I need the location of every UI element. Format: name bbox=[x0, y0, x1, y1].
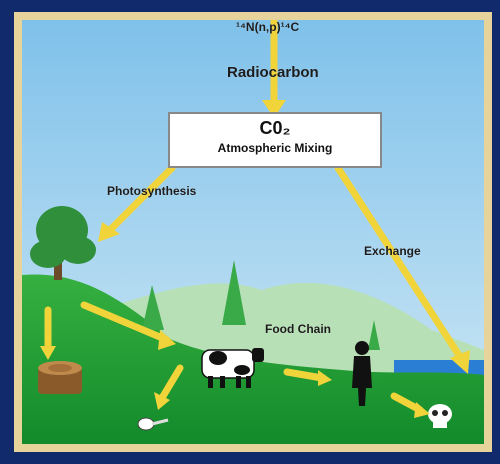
cow bbox=[201, 348, 264, 388]
green-hill bbox=[22, 274, 484, 444]
arrowhead-exchange bbox=[450, 350, 470, 374]
arrow-photosynthesis bbox=[106, 164, 176, 234]
arrowhead-photosynthesis bbox=[98, 222, 120, 242]
diagram-canvas: ¹⁴N(n,p)¹⁴C Radiocarbon C0₂ Atmospheric … bbox=[22, 20, 484, 444]
exchange-label: Exchange bbox=[364, 244, 421, 258]
animal-bones bbox=[137, 417, 169, 431]
pine-trees bbox=[142, 260, 380, 350]
co2-subtitle: Atmospheric Mixing bbox=[217, 141, 333, 155]
tree-stump bbox=[38, 361, 82, 394]
arrowhead-human-to-skull bbox=[414, 402, 430, 418]
human-silhouette bbox=[352, 341, 372, 406]
deciduous-tree bbox=[30, 206, 96, 280]
arrow-exchange bbox=[334, 164, 466, 364]
arrowhead-cow-to-human bbox=[318, 370, 332, 386]
radiocarbon-label: Radiocarbon bbox=[227, 64, 319, 81]
arrow-tree-to-ground bbox=[80, 301, 171, 344]
food-chain-label: Food Chain bbox=[265, 322, 331, 336]
arrowhead-to-stump bbox=[40, 346, 56, 360]
arrow-cow-to-human bbox=[283, 368, 326, 382]
skull bbox=[428, 404, 452, 428]
arrowhead-radiocarbon bbox=[262, 100, 286, 118]
top-formula-label: ¹⁴N(n,p)¹⁴C bbox=[236, 20, 300, 34]
photosynthesis-label: Photosynthesis bbox=[107, 184, 197, 198]
arrow-to-bones bbox=[158, 364, 184, 402]
arrowhead-tree-to-ground bbox=[158, 330, 176, 350]
scene-svg bbox=[22, 20, 484, 444]
co2-box: C0₂ Atmospheric Mixing bbox=[168, 112, 382, 168]
co2-title: C0₂ bbox=[259, 118, 291, 138]
arrowhead-to-bones bbox=[154, 392, 170, 410]
